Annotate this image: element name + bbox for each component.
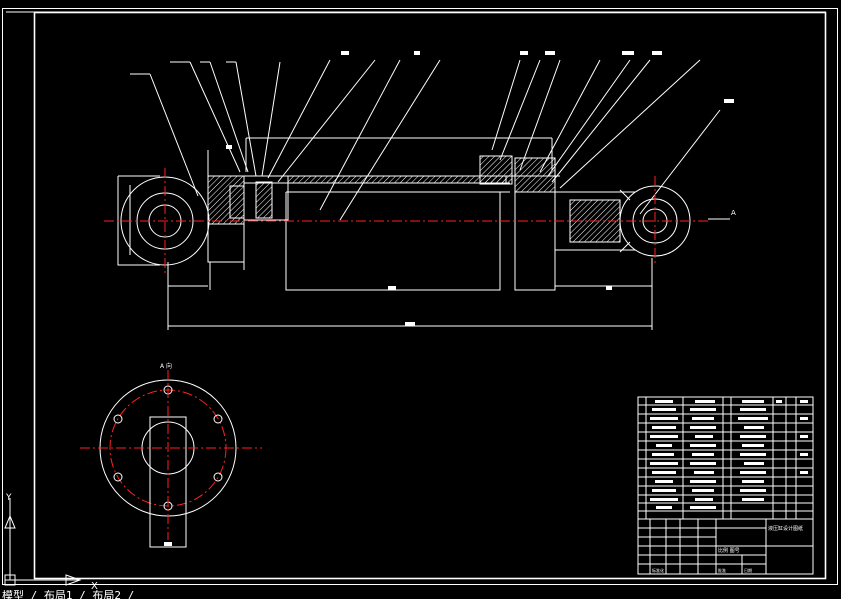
ucs-icon xyxy=(4,498,82,586)
title-bottom-label-3: 日期 xyxy=(744,567,752,573)
cylinder-assembly-view xyxy=(117,59,721,330)
flange-end-view xyxy=(80,370,262,548)
view-direction-label: A 向 xyxy=(160,362,172,370)
title-text: 液压缸设计图纸 xyxy=(768,525,803,532)
sheet-border xyxy=(2,8,838,585)
section-label-a: A xyxy=(731,209,736,217)
bom-cell-text xyxy=(650,400,808,509)
centerlines xyxy=(104,168,708,274)
title-block xyxy=(637,518,814,575)
ucs-y-axis-label: Y xyxy=(5,493,12,503)
leader-label-tags xyxy=(226,51,734,326)
title-bottom-label-2: 批准 xyxy=(718,567,726,573)
scale-text: 比例 图号 xyxy=(718,547,740,554)
ucs-x-axis-label: X xyxy=(91,581,98,592)
title-bottom-label-1: 标准化 xyxy=(652,567,664,573)
layout-tabs[interactable]: 模型 / 布局1 / 布局2 / xyxy=(2,590,135,599)
